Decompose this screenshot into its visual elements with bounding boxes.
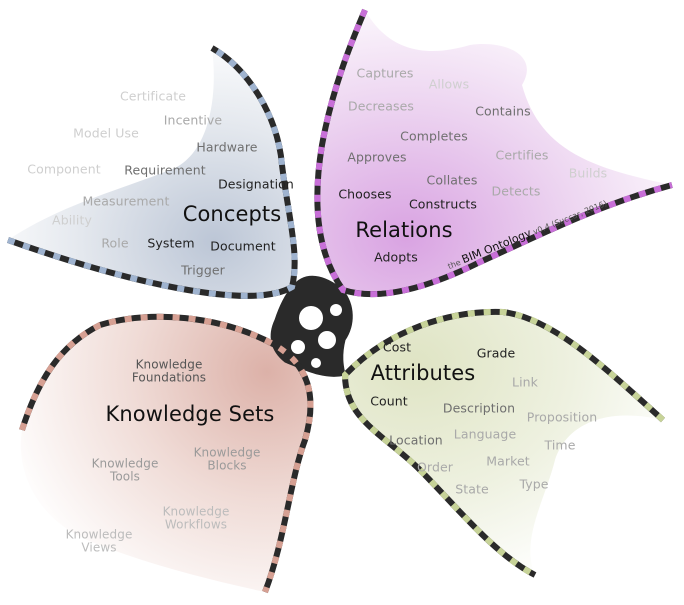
relation-term: Captures [356, 65, 414, 81]
attribute-term: Link [512, 374, 538, 390]
knowledge-term: Knowledge Foundations [131, 357, 207, 384]
relation-term: Detects [491, 183, 541, 199]
concept-term: Measurement [82, 193, 170, 209]
relations-petal [317, 10, 672, 295]
attribute-term: Language [453, 426, 517, 442]
relation-term: Builds [568, 165, 608, 181]
attributes-border-color [341, 308, 666, 578]
concepts-title: Concepts [182, 201, 282, 226]
concepts-petal [8, 48, 295, 296]
relation-term: Adopts [374, 249, 418, 265]
relations-border-color [314, 8, 673, 298]
concept-term: Incentive [163, 112, 223, 128]
knowledge-sets-title: Knowledge Sets [105, 401, 275, 426]
attribute-term: Location [389, 432, 443, 448]
knowledge-sets-border-color [19, 313, 314, 594]
concept-term: Hardware [196, 139, 258, 155]
relation-term: Approves [347, 149, 407, 165]
concept-term: Document [210, 238, 276, 254]
attribute-term: State [455, 481, 489, 497]
attribute-term: Grade [476, 345, 516, 361]
concepts-border-color [6, 45, 298, 299]
attribute-term: Type [519, 476, 549, 492]
relation-term: Certifies [495, 147, 549, 163]
central-web [270, 275, 353, 377]
relation-term: Completes [400, 128, 468, 144]
concept-term: Trigger [181, 262, 225, 278]
attributes-petal [345, 311, 663, 575]
concept-term: Requirement [124, 162, 206, 178]
knowledge-sets-petal [20, 316, 311, 592]
relation-term: Chooses [338, 186, 392, 202]
concept-term: Certificate [119, 88, 187, 104]
concept-term: System [147, 235, 195, 251]
attribute-term: Description [442, 400, 516, 416]
attribute-term: Count [370, 393, 408, 409]
attribute-term: Proposition [526, 409, 598, 425]
relations-title: Relations [355, 217, 453, 242]
relation-term: Collates [426, 172, 478, 188]
concept-term: Component [27, 161, 101, 177]
attributes-title: Attributes [370, 360, 476, 385]
relation-term: Decreases [347, 98, 415, 114]
concept-term: Ability [52, 212, 92, 228]
attribute-term: Market [486, 453, 530, 469]
attribute-term: Time [544, 437, 576, 453]
concept-term: Designation [218, 176, 294, 192]
knowledge-term: Knowledge Workflows [162, 504, 230, 531]
knowledge-term: Knowledge Views [65, 527, 133, 554]
knowledge-term: Knowledge Tools [91, 456, 159, 483]
relation-term: Constructs [408, 196, 478, 212]
relation-term: Contains [475, 103, 531, 119]
concept-term: Model Use [73, 125, 139, 141]
concept-term: Role [101, 235, 129, 251]
attribute-term: Order [416, 459, 454, 475]
relation-term: Allows [428, 76, 470, 92]
knowledge-term: Knowledge Blocks [193, 445, 261, 472]
attribute-term: Cost [382, 339, 412, 355]
